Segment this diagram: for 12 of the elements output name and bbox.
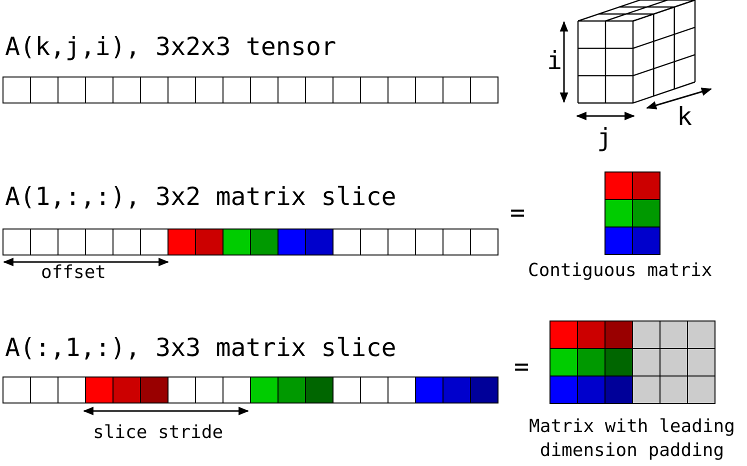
- axis-label: j: [597, 125, 612, 150]
- equals-sign: =: [510, 200, 526, 225]
- dimension-label: slice stride: [93, 424, 224, 442]
- equals-sign: =: [514, 354, 530, 379]
- heading-text: A(1,:,:), 3x2 matrix slice: [5, 184, 396, 209]
- heading-text: A(:,1,:), 3x3 matrix slice: [5, 335, 396, 360]
- axis-label: i: [547, 48, 562, 73]
- heading-text: A(k,j,i), 3x2x3 tensor: [5, 34, 336, 59]
- dimension-label: offset: [41, 264, 106, 282]
- caption-text: Matrix with leading dimension padding: [528, 415, 736, 463]
- axis-label: k: [677, 104, 692, 129]
- caption-text: Contiguous matrix: [528, 262, 712, 280]
